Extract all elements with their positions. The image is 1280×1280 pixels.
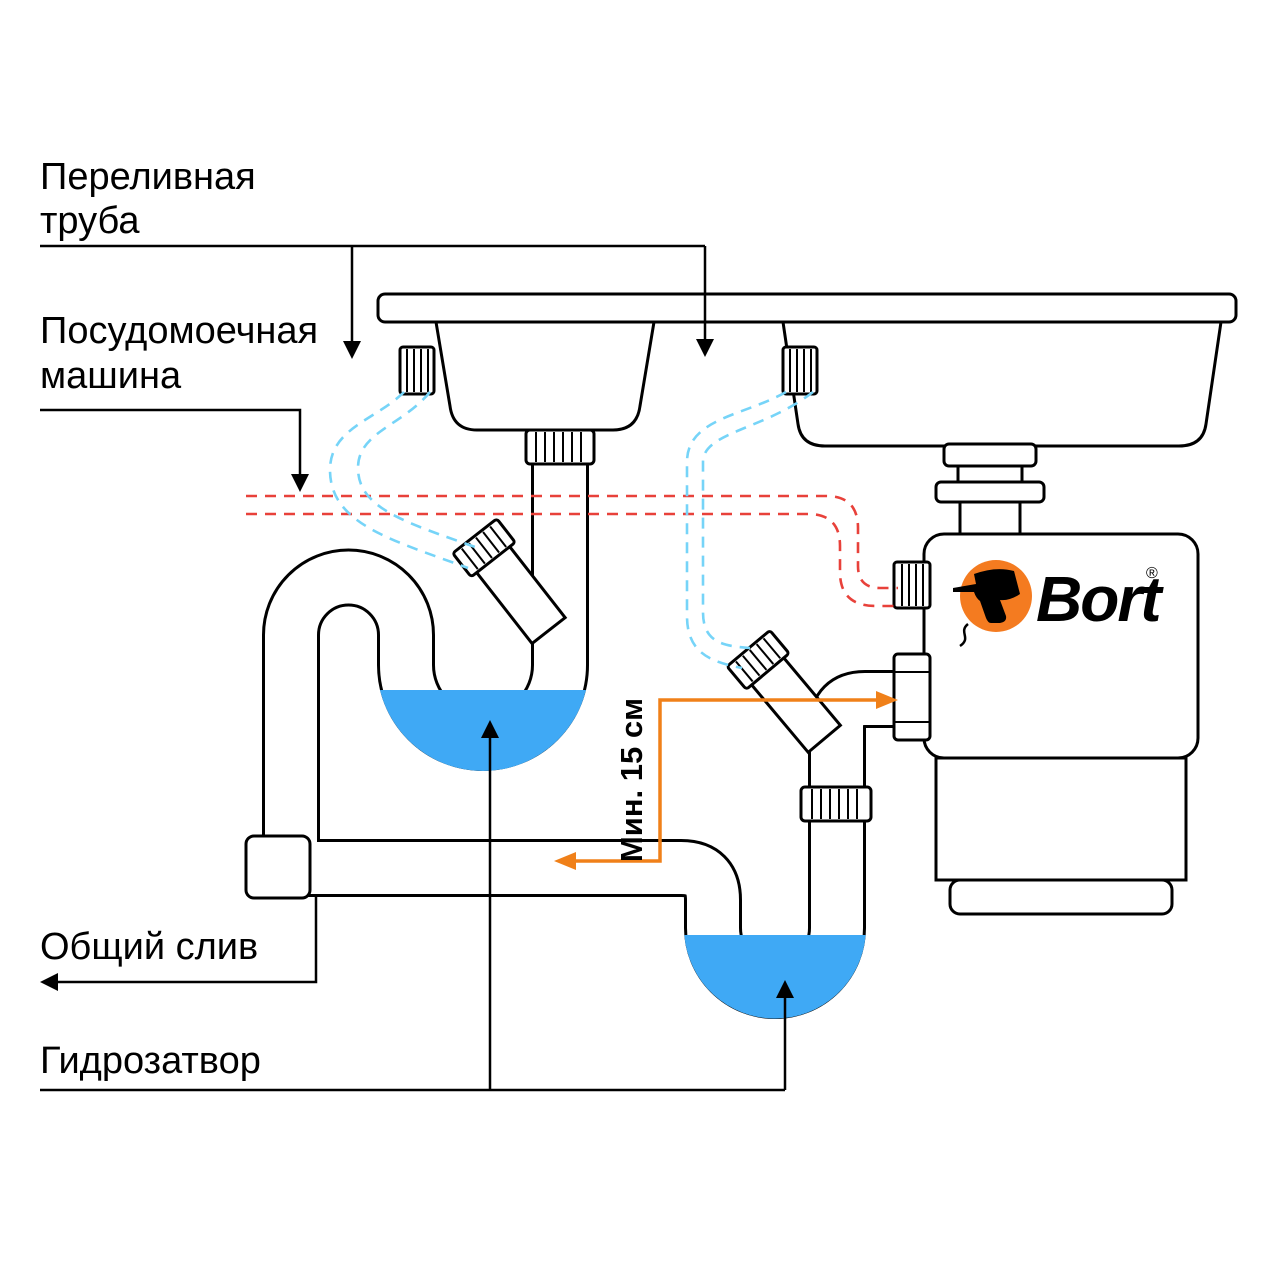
common-drain-label: Общий слив [40, 926, 258, 968]
arrow-down-icon [291, 474, 309, 492]
arrow-up-icon [776, 980, 794, 998]
left-sink [434, 320, 656, 432]
label-leaders [40, 244, 794, 1092]
arrow-right-icon [876, 691, 898, 709]
drill-cable-icon [959, 623, 969, 648]
dishwasher-label-line1: Посудомоечная [40, 310, 318, 352]
arrow-up-icon [481, 720, 499, 738]
left-overflow-connector [398, 345, 436, 396]
overflow-pipe-label-line1: Переливная [40, 156, 256, 198]
right-sink [781, 320, 1223, 448]
right-trap-nut [799, 785, 873, 823]
mount-neck [958, 500, 1022, 536]
mount-ring [956, 464, 1024, 484]
overflow-pipe-label-line2: труба [40, 200, 140, 242]
disposer-base [948, 878, 1174, 916]
overflow-leader [40, 244, 707, 343]
arrow-down-icon [696, 339, 714, 357]
dishwasher-label-line2: машина [40, 355, 182, 397]
countertop [376, 292, 1238, 324]
left-trap-water [380, 690, 586, 771]
arrow-left-icon [40, 973, 58, 991]
dishwasher-leader [40, 408, 302, 476]
disposer-unit: Bort ® <909 y1="564"/> [892, 442, 1200, 916]
disposer-outlet-flange [892, 652, 932, 742]
common-drain-leader [56, 897, 318, 984]
right-trap-water [684, 935, 866, 1019]
dishwasher-inlet-connector: <909 y1="564"/> [892, 560, 932, 610]
water-trap-label: Гидрозатвор [40, 1040, 261, 1082]
arrow-down-icon [343, 341, 361, 359]
overflow-hose-left [328, 391, 479, 570]
dishwasher-hose [246, 494, 898, 608]
left-dishwasher-branch [452, 518, 568, 646]
water-trap-leader [40, 736, 787, 1092]
right-hose-branch [726, 630, 843, 755]
drill-icon [953, 569, 1020, 623]
sink-flange-ring [942, 442, 1038, 468]
mount-collar [934, 480, 1046, 504]
min-height-indicator: Мин. 15 см [554, 691, 898, 870]
bort-logo: Bort ® [953, 560, 1166, 648]
drain-end-flange [244, 834, 312, 900]
left-tailpiece-nut [524, 428, 596, 466]
min-height-label: Мин. 15 см [614, 698, 649, 862]
brand-name: Bort [1036, 563, 1164, 635]
registered-mark: ® [1146, 565, 1158, 582]
overflow-hose-right [685, 390, 814, 670]
right-overflow-connector [781, 345, 819, 396]
arrow-left-icon [554, 852, 576, 870]
disposer-lower-housing [934, 756, 1188, 882]
